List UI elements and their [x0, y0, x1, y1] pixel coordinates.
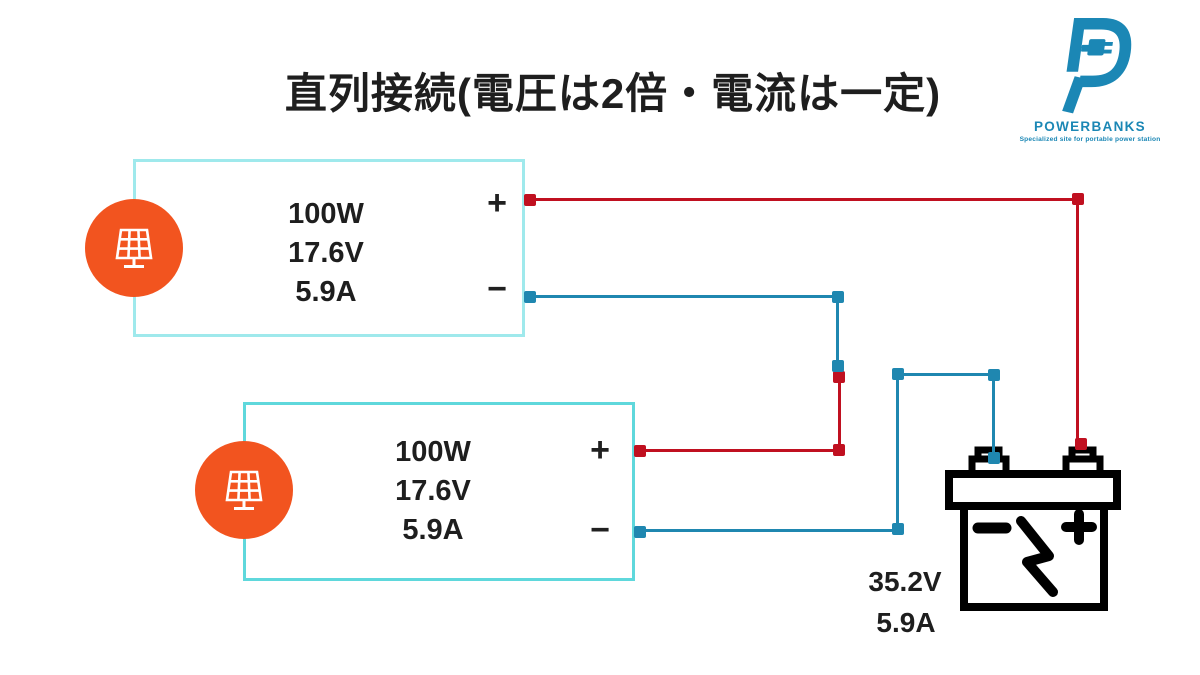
connector-series-red-bottom [833, 444, 845, 456]
connector-corner-over-battery [988, 369, 1000, 381]
connector-series-blue-end [832, 360, 844, 372]
panel1-specs: 100W 17.6V 5.9A [216, 195, 436, 312]
solar-panel-2: 100W 17.6V 5.9A + − [243, 402, 635, 581]
p-with-plug-icon [1062, 18, 1132, 114]
positive-wire-to-battery [1076, 200, 1079, 450]
connector-series-red-top [833, 371, 845, 383]
connector-corner-mid [832, 291, 844, 303]
solar-panel-1: 100W 17.6V 5.9A + − [133, 159, 525, 337]
connector-panel2-plus [634, 445, 646, 457]
negative-wire-panel2 [640, 529, 898, 532]
panel1-badge [85, 199, 183, 297]
connector-battery-plus [1075, 438, 1087, 450]
solar-panel-icon [115, 228, 153, 268]
battery-plus-symbol [1061, 509, 1097, 545]
panel1-amp: 5.9A [295, 276, 357, 308]
connector-panel1-minus [524, 291, 536, 303]
negative-wire-series-link [836, 297, 839, 366]
battery-voltage-label: 35.2V [868, 566, 942, 597]
panel2-volt: 17.6V [395, 475, 471, 507]
panel1-plus-terminal-label: + [487, 184, 507, 222]
negative-wire-riser [896, 374, 899, 531]
connector-battery-minus [988, 452, 1000, 464]
connector-corner-bottom [892, 523, 904, 535]
positive-wire-panel1-top [530, 198, 1078, 201]
logo-tagline: Specialized site for portable power stat… [1019, 136, 1161, 143]
panel1-minus-terminal-label: − [487, 270, 507, 308]
panel2-badge [195, 441, 293, 539]
connector-corner-top-right [1072, 193, 1084, 205]
logo: POWERBANKS Specialized site for portable… [1015, 14, 1165, 143]
negative-wire-to-battery [992, 375, 995, 458]
panel1-volt: 17.6V [288, 237, 364, 269]
panel2-plus-terminal-label: + [590, 431, 610, 469]
connector-panel1-plus [524, 194, 536, 206]
logo-brand: POWERBANKS [1033, 119, 1146, 134]
panel2-amp: 5.9A [402, 514, 464, 546]
lightning-bolt-icon [1016, 516, 1058, 597]
positive-wire-panel2-top [640, 449, 839, 452]
positive-wire-series-link [838, 377, 841, 451]
car-battery-icon [945, 446, 1121, 611]
connector-panel2-minus [634, 526, 646, 538]
battery-current-label: 5.9A [876, 607, 936, 638]
connector-corner-riser-top [892, 368, 904, 380]
negative-wire-panel1 [530, 295, 838, 298]
solar-panel-icon [225, 470, 263, 510]
panel2-specs: 100W 17.6V 5.9A [323, 433, 543, 550]
panel2-minus-terminal-label: − [590, 511, 610, 549]
page-title: 直列接続(電圧は2倍・電流は一定) [284, 70, 942, 117]
negative-wire-top-run [898, 373, 994, 376]
panel2-watt: 100W [395, 436, 471, 468]
panel1-watt: 100W [288, 198, 364, 230]
